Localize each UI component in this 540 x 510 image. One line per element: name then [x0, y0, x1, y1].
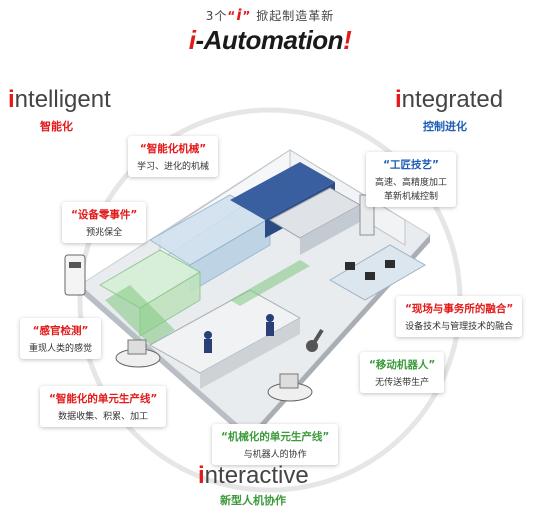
callout-mech-cell: “机械化的单元生产线” 与机器人的协作 [212, 424, 339, 465]
pillar-interactive-rest: nteractive [204, 462, 309, 489]
callout-craft-desc-1: 高速、高精度加工 [375, 178, 448, 188]
callout-smart-machine: “智能化机械” 学习、进化的机械 [128, 136, 219, 177]
robot-arm [310, 328, 324, 348]
monitor-1 [345, 262, 355, 270]
pillar-integrated-i: i [395, 86, 402, 113]
callout-fusion-title: “现场与事务所的融合” [405, 303, 514, 315]
monitor-3 [385, 260, 395, 268]
green-path-2 [230, 260, 310, 306]
callout-mech-cell-title: “机械化的单元生产线” [221, 431, 330, 443]
callout-mech-cell-desc: 与机器人的协作 [243, 450, 307, 460]
callout-equipment-desc: 预兆保全 [86, 228, 123, 238]
service-robot-screen [69, 262, 81, 268]
pillar-integrated-rest: ntegrated [401, 86, 504, 113]
pillar-intelligent-rest: ntelligent [14, 86, 111, 113]
callout-equipment: “设备零事件” 预兆保全 [62, 202, 147, 243]
tagline-suffix: 掀起制造革新 [256, 9, 335, 23]
pillar-integrated-sub: 控制进化 [423, 120, 467, 133]
monitor-2 [365, 272, 375, 280]
mobile-robot-left-body [127, 339, 147, 355]
pillar-intelligent-i: i [8, 86, 15, 113]
callout-sensing-desc: 重现人类的感觉 [29, 344, 93, 354]
floor-edge-left [80, 285, 250, 442]
green-path-1 [105, 285, 175, 345]
callout-fusion: “现场与事务所的融合” 设备技术与管理技术的融合 [396, 296, 523, 337]
brand-main: -Automation [195, 25, 344, 55]
tagline-quote-close: ” [242, 9, 252, 23]
callout-smart-machine-title: “智能化机械” [139, 143, 207, 155]
callout-mobile-robot-desc: 无传送带生产 [375, 378, 430, 388]
tagline-quote-open: “ [227, 9, 237, 23]
callout-smart-cell-title: “智能化的单元生产线” [49, 393, 158, 405]
callout-mobile-robot: “移动机器人” 无传送带生产 [360, 352, 445, 393]
tagline-prefix: 3个 [205, 9, 228, 23]
callout-craft-desc-2: 革新机械控制 [384, 192, 439, 202]
worker-2-body [266, 322, 274, 336]
callout-smart-machine-desc: 学习、进化的机械 [137, 162, 210, 172]
brand-logo: i-Automation! [0, 25, 540, 56]
callout-smart-cell-desc: 数据收集、积累、加工 [58, 412, 149, 422]
callout-mobile-robot-title: “移动机器人” [369, 359, 436, 371]
pillar-intelligent-sub: 智能化 [40, 120, 73, 133]
office-desks [329, 244, 426, 301]
callout-craft: “工匠技艺” 高速、高精度加工 革新机械控制 [366, 152, 457, 207]
service-robot [64, 254, 86, 296]
callout-equipment-title: “设备零事件” [71, 209, 138, 221]
callout-fusion-desc: 设备技术与管理技术的融合 [405, 322, 514, 332]
callout-smart-cell: “智能化的单元生产线” 数据收集、积累、加工 [40, 386, 167, 427]
callout-sensing-title: “感官检测” [32, 325, 89, 337]
worker-1-head [204, 331, 212, 339]
tagline: 3个“i” 掀起制造革新 [0, 6, 540, 24]
production-line-front [200, 318, 300, 389]
pillar-interactive-sub: 新型人机协作 [220, 494, 286, 507]
brand-mark: ! [343, 25, 352, 55]
callout-sensing: “感官检测” 重现人类的感觉 [20, 318, 102, 359]
tagline-i: i [236, 6, 243, 24]
callout-craft-title: “工匠技艺” [383, 159, 439, 171]
worker-1-body [204, 339, 212, 353]
pillar-integrated: integrated [395, 86, 503, 114]
pillar-intelligent: intelligent [8, 86, 111, 114]
worker-2-head [266, 314, 274, 322]
machine-gray-1-front [300, 205, 360, 255]
pillar-interactive: interactive [198, 462, 309, 490]
machine-blue-1-top [230, 162, 335, 220]
brand-i: i [188, 25, 196, 55]
pillar-interactive-i: i [198, 462, 205, 489]
mobile-robot-front-body [279, 373, 299, 389]
